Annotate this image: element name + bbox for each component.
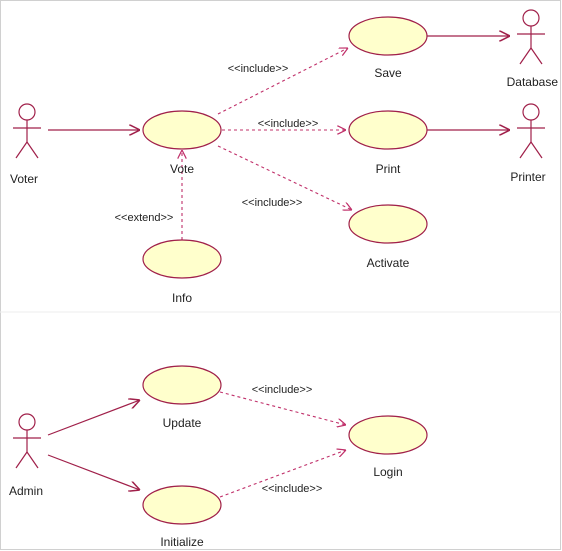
actor-database[interactable] <box>517 9 545 65</box>
use-case-initialize[interactable] <box>142 485 222 525</box>
use-case-save[interactable] <box>348 16 428 56</box>
actor-label-voter: Voter <box>10 172 38 186</box>
use-case-login[interactable] <box>348 415 428 455</box>
actor-label-printer: Printer <box>510 170 545 184</box>
use-case-label-vote: Vote <box>170 162 194 176</box>
association-admin-update <box>47 400 140 436</box>
use-case-label-info: Info <box>172 291 192 305</box>
use-case-vote[interactable] <box>142 110 222 150</box>
stereotype-include-save: <<include>> <box>228 63 289 75</box>
actor-admin[interactable] <box>13 413 41 469</box>
include-vote-activate <box>217 145 352 210</box>
use-case-update[interactable] <box>142 365 222 405</box>
include-vote-save <box>217 48 348 115</box>
association-admin-initialize <box>47 454 140 490</box>
actor-printer[interactable] <box>517 103 545 159</box>
actor-voter[interactable] <box>13 103 41 159</box>
include-update-login <box>219 391 346 425</box>
include-initialize-login <box>219 450 346 498</box>
stereotype-include-activate: <<include>> <box>242 197 303 209</box>
use-case-label-initialize: Initialize <box>160 535 204 549</box>
use-case-label-print: Print <box>376 162 401 176</box>
use-case-label-save: Save <box>374 66 402 80</box>
actor-label-admin: Admin <box>9 484 43 498</box>
stereotype-include-print: <<include>> <box>258 118 319 130</box>
stereotype-include-initialize: <<include>> <box>262 483 323 495</box>
use-case-print[interactable] <box>348 110 428 150</box>
use-case-label-update: Update <box>163 416 202 430</box>
stereotype-extend-info: <<extend>> <box>115 212 174 224</box>
use-case-activate[interactable] <box>348 204 428 244</box>
use-case-label-login: Login <box>373 465 402 479</box>
stereotype-include-update: <<include>> <box>252 384 313 396</box>
use-case-label-activate: Activate <box>367 256 410 270</box>
actor-label-database: Database <box>507 75 559 89</box>
use-case-info[interactable] <box>142 239 222 279</box>
